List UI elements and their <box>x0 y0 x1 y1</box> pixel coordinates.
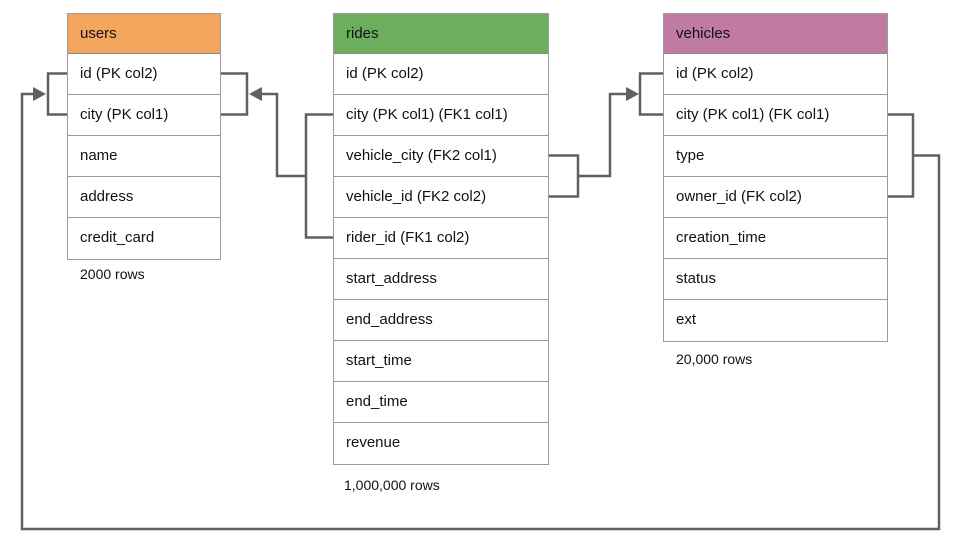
table-vehicles-column: creation_time <box>664 218 887 259</box>
table-vehicles-column: owner_id (FK col2) <box>664 177 887 218</box>
fk1-rides-bracket <box>304 113 333 239</box>
rides-row-count: 1,000,000 rows <box>344 477 440 493</box>
fk1-arrowhead-icon <box>249 87 262 101</box>
table-users: users id (PK col2) city (PK col1) name a… <box>67 13 221 260</box>
table-rides-column: rider_id (FK1 col2) <box>334 218 548 259</box>
fk-loop-connector-line <box>20 92 941 531</box>
table-rides-column: revenue <box>334 423 548 464</box>
fk2-rides-bracket <box>548 154 580 198</box>
vehicles-row-count: 20,000 rows <box>676 351 753 367</box>
table-rides-column: end_address <box>334 300 548 341</box>
fk-vehicles-bracket <box>887 113 915 198</box>
table-vehicles-header: vehicles <box>664 14 887 54</box>
fk1-users-bracket <box>220 72 249 116</box>
table-vehicles-column: status <box>664 259 887 300</box>
fk2-arrowhead-icon <box>626 87 639 101</box>
users-row-count: 2000 rows <box>80 266 145 282</box>
table-rides-column: start_time <box>334 341 548 382</box>
table-vehicles-column: id (PK col2) <box>664 54 887 95</box>
table-rides-column: vehicle_id (FK2 col2) <box>334 177 548 218</box>
fk-loop-arrowhead-icon <box>33 87 46 101</box>
table-users-column: id (PK col2) <box>68 54 220 95</box>
table-vehicles: vehicles id (PK col2) city (PK col1) (FK… <box>663 13 888 342</box>
table-vehicles-column: ext <box>664 300 887 341</box>
fk1-connector-line <box>261 92 306 178</box>
table-rides: rides id (PK col2) city (PK col1) (FK1 c… <box>333 13 549 465</box>
table-users-header: users <box>68 14 220 54</box>
table-users-column: name <box>68 136 220 177</box>
table-rides-column: id (PK col2) <box>334 54 548 95</box>
table-rides-column: start_address <box>334 259 548 300</box>
table-rides-column: end_time <box>334 382 548 423</box>
table-rides-header: rides <box>334 14 548 54</box>
table-rides-column: vehicle_city (FK2 col1) <box>334 136 548 177</box>
table-vehicles-column: type <box>664 136 887 177</box>
table-rides-column: city (PK col1) (FK1 col1) <box>334 95 548 136</box>
fk2-connector-line <box>578 92 626 178</box>
table-users-column: city (PK col1) <box>68 95 220 136</box>
fk-users-bracket <box>46 72 67 116</box>
table-vehicles-column: city (PK col1) (FK col1) <box>664 95 887 136</box>
table-users-column: address <box>68 177 220 218</box>
fk2-vehicles-bracket <box>638 72 663 116</box>
table-users-column: credit_card <box>68 218 220 259</box>
